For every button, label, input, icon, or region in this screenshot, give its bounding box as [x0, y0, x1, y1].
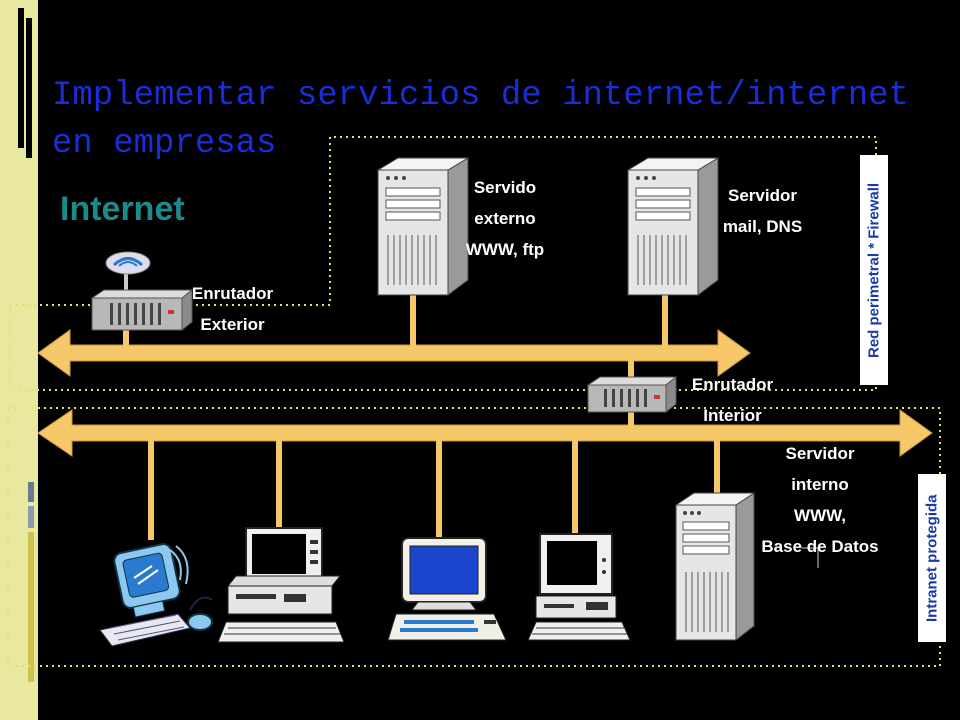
- intranet-zone-label: Intranet protegida: [918, 474, 946, 642]
- workstation-1-icon: [99, 543, 213, 647]
- workstation-2-icon: [217, 527, 345, 643]
- server-external-label: Servido externo WWW, ftp: [465, 178, 545, 259]
- router-interior-icon: [586, 375, 678, 414]
- intranet-zone-border: [7, 407, 941, 667]
- server-external-icon: [376, 157, 470, 296]
- connector-server-external: [410, 295, 416, 350]
- workstation-4-icon: [527, 533, 631, 641]
- perimeter-zone-border: [9, 136, 877, 391]
- server-internal-label: Servidor interno WWW, Base de Datos: [761, 444, 879, 556]
- connector-pc-4: [572, 440, 578, 540]
- label-leader-line: [802, 547, 819, 568]
- perimeter-zone-label: Red perimetral * Firewall: [860, 155, 888, 385]
- connector-pc-3: [436, 440, 442, 540]
- server-mail-icon: [626, 157, 720, 296]
- internal-bus: [37, 409, 933, 457]
- connector-server-internal: [714, 440, 720, 495]
- wireless-antenna-icon: [105, 251, 151, 300]
- router-exterior-icon: [90, 288, 194, 332]
- side-bar-marks: [18, 8, 34, 682]
- server-internal-icon: [674, 492, 756, 642]
- workstation-3-icon: [387, 537, 507, 641]
- slide-title: Implementar servicios de internet/intern…: [52, 77, 909, 163]
- server-mail-label: Servidor mail, DNS: [722, 186, 803, 236]
- router-exterior-label: Enrutador Exterior: [191, 284, 274, 334]
- router-interior-label: Enrutador Interior: [691, 375, 774, 425]
- perimeter-bus: [37, 329, 751, 377]
- connector-pc-2: [276, 440, 282, 530]
- internet-heading: Internet: [60, 190, 185, 228]
- connector-server-mail: [662, 295, 668, 350]
- connector-pc-1: [148, 440, 154, 540]
